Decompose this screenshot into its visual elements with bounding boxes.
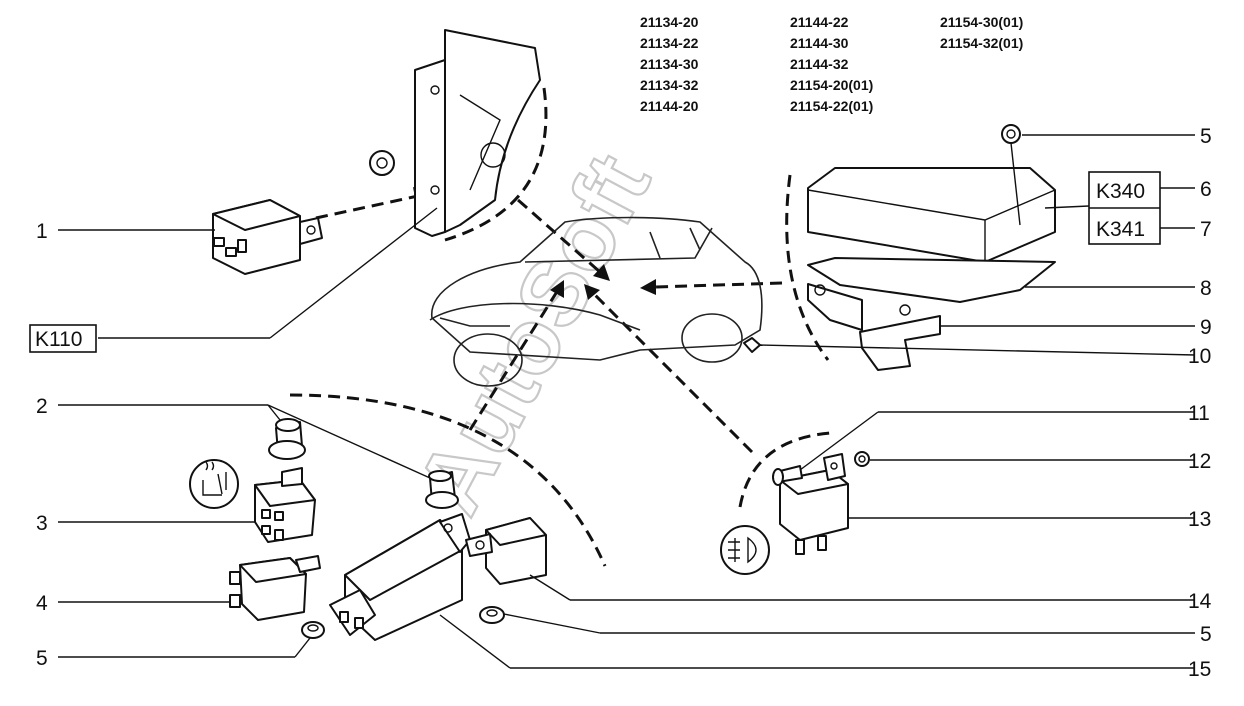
callout-5-left: 5 (36, 647, 48, 670)
callout-1: 1 (36, 220, 48, 243)
nut (369, 150, 395, 176)
detail-arc-right (785, 174, 830, 361)
callout-4: 4 (36, 592, 48, 615)
k110-label-text: K110 (35, 328, 83, 351)
relay-part-1 (212, 199, 323, 275)
k110-label: K110 (29, 324, 97, 353)
callout-11: 11 (1188, 402, 1210, 425)
screw (772, 465, 803, 486)
relay-box (743, 167, 1056, 371)
model-code: 21144-32 (790, 56, 849, 72)
callout-2: 2 (36, 395, 48, 418)
model-code-table: 21134-20 21134-22 21134-30 21134-32 2114… (640, 14, 1023, 114)
model-code: 21144-22 (790, 14, 849, 30)
k341-label-text: K341 (1096, 218, 1145, 241)
mounting-bracket (414, 29, 541, 237)
callout-6: 6 (1200, 178, 1212, 201)
nut (301, 621, 325, 639)
callout-12: 12 (1188, 450, 1211, 473)
model-code: 21154-20(01) (790, 77, 873, 93)
model-code: 21144-20 (640, 98, 699, 114)
relay-part-4 (229, 555, 321, 621)
fog-light-icon (720, 525, 770, 575)
fog-relay (779, 453, 849, 555)
spacer-bushing (425, 470, 459, 509)
callout-7: 7 (1200, 218, 1212, 241)
relay-part-3 (254, 467, 316, 543)
model-code: 21154-22(01) (790, 98, 873, 114)
spacer-bushing (268, 418, 306, 460)
car-outline (429, 216, 763, 387)
callout-15: 15 (1188, 658, 1211, 681)
detail-arc-top (444, 87, 548, 242)
nut (1001, 124, 1021, 226)
washer (854, 451, 870, 467)
k340-k341-label: K340 K341 (1088, 171, 1161, 245)
callout-5-bottom: 5 (1200, 623, 1212, 646)
model-code: 21154-32(01) (940, 35, 1023, 51)
callout-8: 8 (1200, 277, 1212, 300)
relay-part-14 (465, 517, 547, 585)
model-code: 21154-30(01) (940, 14, 1023, 30)
leader-lines (58, 134, 1196, 669)
model-code: 21134-32 (640, 77, 699, 93)
model-code: 21144-30 (790, 35, 849, 51)
callout-9: 9 (1200, 316, 1212, 339)
heated-seat-icon (189, 459, 239, 509)
control-unit (329, 513, 471, 641)
callout-10: 10 (1188, 345, 1211, 368)
pointer-arrows (315, 187, 783, 454)
detail-arc-bottom (289, 393, 607, 567)
nut (479, 606, 505, 624)
callout-5-top: 5 (1200, 125, 1212, 148)
k340-label-text: K340 (1096, 180, 1145, 203)
model-code: 21134-20 (640, 14, 699, 30)
callout-14: 14 (1188, 590, 1212, 613)
model-code: 21134-22 (640, 35, 699, 51)
callout-3: 3 (36, 512, 48, 535)
detail-arc-fog (738, 431, 831, 508)
model-code: 21134-30 (640, 56, 699, 72)
callout-13: 13 (1188, 508, 1211, 531)
